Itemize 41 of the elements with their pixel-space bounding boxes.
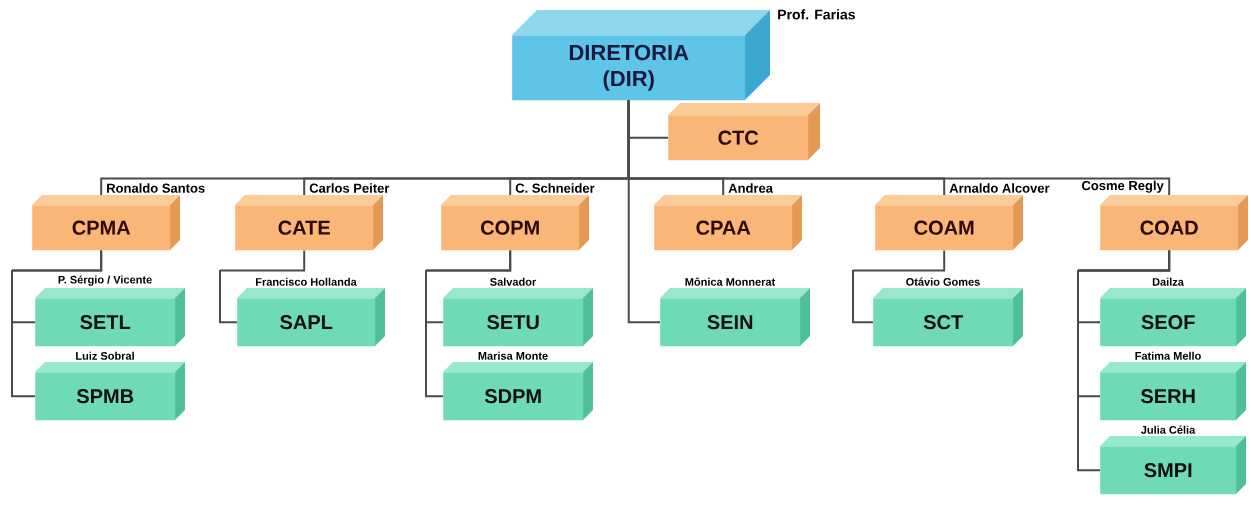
org-box: CPAA: [654, 195, 802, 251]
name-label: Fatima Mello: [1135, 351, 1201, 360]
name-label: Ronaldo Santos: [107, 183, 205, 193]
name-label: P. Sérgio / Vicente: [58, 275, 152, 286]
name-label: Dailza: [1152, 277, 1184, 286]
org-box: SPMB: [35, 362, 185, 421]
org-box: SEOF: [1100, 288, 1246, 347]
name-label: Cosme Regly: [1082, 180, 1164, 193]
org-box: CTC: [668, 103, 820, 161]
org-box: SERH: [1100, 362, 1246, 421]
org-box: COPM: [441, 195, 589, 251]
name-label: Mônica Monnerat: [685, 277, 776, 286]
org-box: CPMA: [32, 195, 180, 251]
org-box: SEIN: [660, 288, 810, 347]
connector-line: [852, 249, 946, 324]
name-label: Salvador: [490, 277, 537, 286]
org-box: COAM: [875, 195, 1023, 251]
name-label: C. Schneider: [515, 183, 595, 193]
org-box: SETU: [443, 288, 593, 347]
name-label: Arnaldo Alcover: [949, 183, 1050, 193]
connector-line: [627, 99, 661, 324]
name-label: Luiz Sobral: [76, 351, 134, 360]
name-label: Carlos Peiter: [309, 183, 390, 193]
org-box: DIRETORIA (DIR): [512, 10, 770, 101]
connector-line: [11, 249, 103, 398]
org-box: SDPM: [443, 362, 593, 421]
name-label: Andrea: [728, 183, 774, 193]
name-label: Francisco Hollanda: [256, 277, 357, 286]
org-box: SCT: [873, 288, 1023, 347]
org-box: CATE: [235, 195, 383, 251]
connector-line: [425, 249, 512, 398]
org-box: SMPI: [1100, 436, 1246, 495]
org-box: COAD: [1100, 195, 1248, 251]
name-label: Prof. Farias: [778, 9, 855, 20]
org-box: SETL: [35, 288, 185, 347]
connector-line: [1077, 249, 1171, 472]
name-label: Marisa Monte: [478, 351, 548, 360]
name-label: Julia Célia: [1140, 425, 1196, 434]
name-label: Otávio Gomes: [906, 277, 980, 286]
org-box: SAPL: [237, 288, 385, 347]
connector-line: [219, 249, 306, 324]
